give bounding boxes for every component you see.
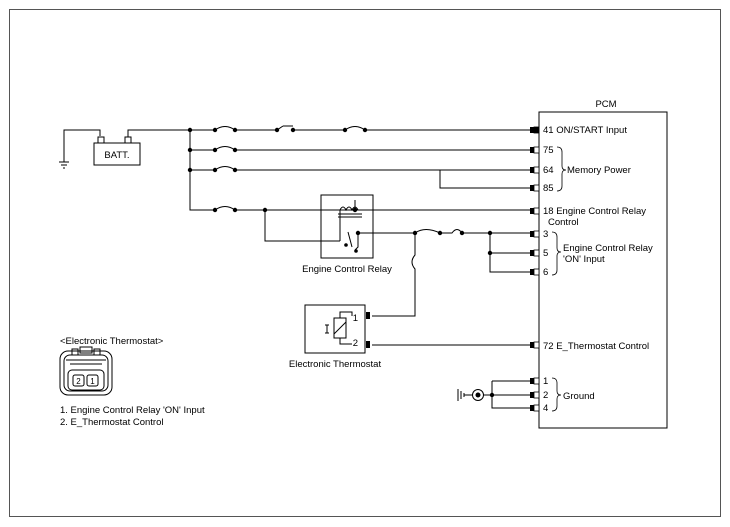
- electronic-thermostat: 1 2 Electronic Thermostat: [289, 304, 530, 370]
- pin-2-label: 2: [543, 390, 548, 401]
- power-wires: [189, 125, 530, 242]
- pin-18-label-2: Control: [548, 217, 579, 228]
- relay-label: Engine Control Relay: [302, 264, 392, 275]
- pin-64-label: 64: [543, 165, 554, 176]
- connector-title: <Electronic Thermostat>: [60, 336, 164, 347]
- diagram-frame: [9, 9, 721, 517]
- relay-switch-icon: [347, 231, 359, 251]
- ground-label: Ground: [563, 391, 595, 402]
- battery-section: BATT.: [59, 129, 190, 169]
- legend-item-2: 2. E_Thermostat Control: [60, 417, 164, 428]
- thermostat-pin1-label: 1: [353, 313, 358, 324]
- thermostat-box: [304, 304, 366, 354]
- pin-6-label: 6: [543, 267, 548, 278]
- connector-icon: [59, 346, 113, 396]
- pcm-pin-terminals: [530, 126, 540, 412]
- pin-4-label: 4: [543, 403, 548, 414]
- pin-41-label: 41 ON/START Input: [543, 125, 627, 136]
- legend-item-1: 1. Engine Control Relay 'ON' Input: [60, 405, 205, 416]
- thermostat-label: Electronic Thermostat: [289, 359, 382, 370]
- pin-72-label: 72 E_Thermostat Control: [543, 341, 649, 352]
- pcm-box: [538, 111, 668, 429]
- battery-label: BATT.: [104, 150, 129, 161]
- memory-power-brace: [556, 146, 567, 192]
- connector-legend: <Electronic Thermostat> 2 1 1. Engine Co…: [59, 336, 205, 428]
- pcm-ground: [457, 380, 530, 409]
- relay-coil-icon: [338, 213, 362, 218]
- ground-eyelet-icon: [472, 389, 484, 401]
- pin-3-label: 3: [543, 229, 548, 240]
- battery-box: [93, 142, 141, 166]
- ecr-on-brace: [551, 231, 562, 276]
- pcm-module: PCM 41 ON/START Input 75 64 85 18 Engine…: [530, 99, 668, 429]
- memory-power-label: Memory Power: [567, 165, 631, 176]
- thermostat-pin2-label: 2: [353, 338, 358, 349]
- heater-element-icon: [325, 311, 353, 345]
- ground-symbol-icon: [59, 161, 69, 169]
- pcm-title: PCM: [595, 99, 616, 110]
- junction-dots: [187, 127, 495, 398]
- ground-brace: [551, 377, 562, 412]
- engine-control-relay: Engine Control Relay: [302, 194, 530, 275]
- pin-85-label: 85: [543, 183, 554, 194]
- pin-18-label: 18 Engine Control Relay: [543, 206, 646, 217]
- relay-box: [320, 194, 374, 259]
- connector-pin-a: 2: [76, 377, 81, 386]
- pin-75-label: 75: [543, 145, 554, 156]
- pin-1-label: 1: [543, 376, 548, 387]
- thermostat-feed: [372, 233, 416, 317]
- ecr-on-wires: [489, 233, 530, 273]
- ecr-on-label-2: 'ON' Input: [563, 254, 605, 265]
- connector-pin-b: 1: [90, 377, 95, 386]
- ecr-on-label-1: Engine Control Relay: [563, 243, 653, 254]
- pin-5-label: 5: [543, 248, 548, 259]
- chassis-ground-icon: [457, 389, 465, 401]
